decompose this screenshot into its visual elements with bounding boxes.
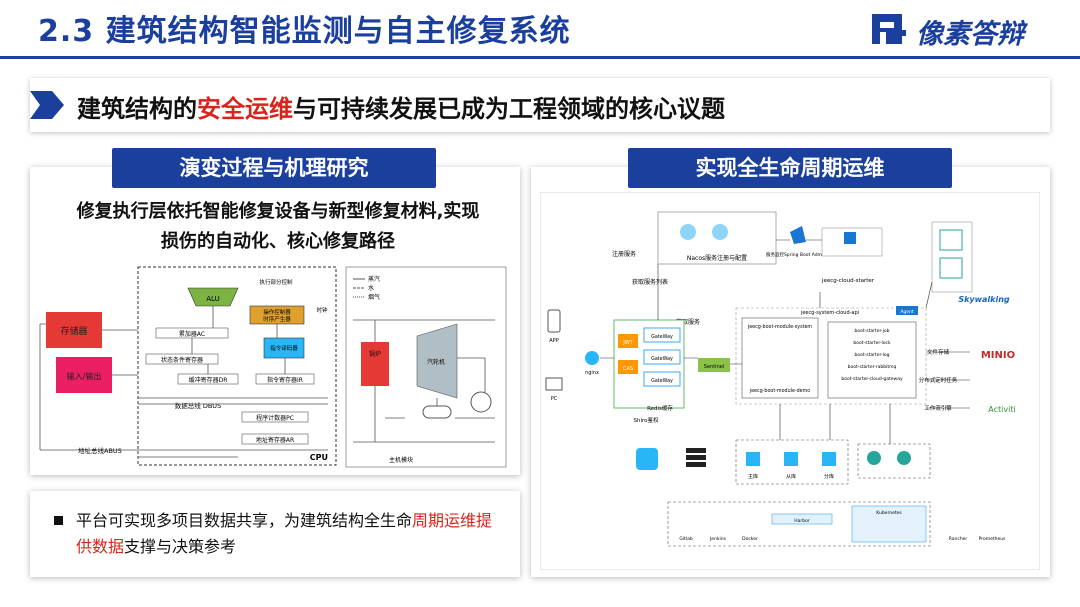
fetch-list-label: 获取服务列表 (632, 278, 668, 286)
dbus-label: 数据总线 DBUS (175, 401, 221, 410)
bullet-item: 平台可实现多项目数据共享，为建筑结构全生命周期运维提供数据支撑与决策参考 (54, 508, 504, 560)
pipeline-jenkins: Jenkins (709, 536, 727, 542)
plant-diagram: 蒸汽 水 烟气 锅炉 汽轮机 主机模块 (345, 266, 507, 468)
nginx-label: nginx (585, 370, 599, 376)
nacos-label: Nacos服务注册与配置 (687, 254, 747, 262)
activiti-label: Activiti (988, 405, 1015, 414)
boiler-label: 锅炉 (369, 350, 381, 358)
abus-label: 地址总线ABUS (78, 446, 122, 455)
redis-icon (686, 448, 706, 467)
gateway-1: GateWay (651, 334, 673, 340)
banner-text-before: 建筑结构的 (77, 95, 197, 123)
pc-label: 程序计数器PC (256, 414, 294, 422)
ctrl-signals-label: 执行部分控制 (259, 278, 293, 286)
clock-label: 时钟 (316, 306, 328, 314)
bullet-text-before: 平台可实现多项目数据共享，为建筑结构全生命 (76, 511, 413, 530)
gateway-3: GateWay (651, 378, 673, 384)
starter-job: boot-starter-job (854, 328, 889, 334)
db-master: 主库 (748, 473, 758, 480)
minio-label: MINIO (981, 350, 1015, 361)
module-demo-label: jeecg-boot-module-demo (749, 388, 811, 394)
pipeline-prometheus: Prometheus (979, 536, 1007, 542)
dr-label: 缓冲寄存器DR (189, 376, 228, 384)
skywalking-label: Skywalking (958, 295, 1010, 304)
key-message-banner: 建筑结构的安全运维与可持续发展已成为工程领域的核心议题 (30, 78, 1050, 132)
brand-name: 像素答辩 (916, 19, 1024, 50)
pc-client-label: PC (551, 396, 558, 402)
bullet-square-icon (54, 516, 63, 525)
mechanism-text: 修复执行层依托智能修复设备与新型修复材料,实现 损伤的自动化、核心修复路径 (48, 197, 508, 257)
brand-logo: 像素答辩 (870, 10, 1070, 50)
bullet-text: 平台可实现多项目数据共享，为建筑结构全生命周期运维提供数据支撑与决策参考 (54, 508, 504, 560)
bullet-panel (30, 491, 520, 577)
architecture-diagram: Nacos服务注册与配置 注册服务 获取服务列表 获取服务 服务监控Spring… (540, 192, 1040, 570)
shiro-icon (636, 448, 658, 470)
db-slave: 从库 (786, 473, 796, 480)
pipeline-harbor: Harbor (794, 518, 810, 524)
banner-text-after: 与可持续发展已成为工程领域的核心议题 (293, 95, 725, 123)
lifecycle-tab: 实现全生命周期运维 (628, 148, 952, 188)
ac-label: 累加器AC (179, 330, 205, 338)
redis-label: Redis缓存 (647, 404, 673, 412)
sentinel-label: Sentinel (704, 364, 724, 370)
pipeline-rancher: Rancher (949, 536, 968, 542)
register-label: 注册服务 (612, 250, 636, 258)
bullet-highlight: 周期运维提供数据 (76, 511, 493, 556)
mechanism-text-line1: 修复执行层依托智能修复设备与新型修复材料,实现 (76, 201, 480, 222)
io-label: 输入/输出 (67, 371, 102, 381)
jwt-label: JWT (622, 340, 633, 346)
starter-log: boot-starter-log (854, 352, 889, 358)
pipeline-docker: Docker (742, 536, 758, 542)
ir-label: 指令寄存器IR (267, 376, 303, 384)
bullet-text-after: 支撑与决策参考 (124, 537, 237, 556)
starter-mq: boot-starter-rabbitmq (848, 364, 897, 370)
cpu-label: CPU (310, 453, 328, 462)
storage-label: 存储器 (60, 325, 87, 337)
cas-label: CAS (623, 366, 633, 372)
alu-label: ALU (206, 295, 219, 303)
page-title: 2.3 建筑结构智能监测与自主修复系统 (38, 14, 571, 49)
shiro-label: Shiro鉴权 (633, 416, 659, 424)
fetch-svc-label: 获取服务 (676, 318, 700, 326)
starter-gateway: boot-starter-cloud-gateway (841, 376, 903, 382)
cpu-diagram: 存储器 输入/输出 ALU 累加器AC 状态条件寄存器 缓冲寄存器DR 操作控制… (38, 262, 340, 468)
boot-admin-label: 服务监控Spring Boot Admin (766, 251, 826, 258)
agent-label: Agent (900, 309, 914, 315)
starter-lock: boot-starter-lock (853, 340, 891, 346)
pipeline-k8s: Kubernetes (876, 510, 902, 516)
brand-mark-icon (872, 14, 906, 44)
gateway-2: GateWay (651, 356, 673, 362)
timing-label: 时序产生器 (263, 315, 291, 323)
ar-label: 地址寄存器AR (256, 436, 294, 444)
plant-bottom-label: 主机模块 (389, 456, 413, 464)
header-divider (0, 56, 1080, 59)
mechanism-text-line2: 损伤的自动化、核心修复路径 (161, 231, 395, 252)
db-shard: 分库 (824, 473, 834, 480)
banner-text: 建筑结构的安全运维与可持续发展已成为工程领域的核心议题 (77, 89, 725, 124)
gateway-group-label: jeecg-system-cloud-api (800, 310, 859, 316)
app-label: APP (549, 338, 558, 344)
legend-flue: 烟气 (368, 293, 380, 301)
controller-label: 操作控制器 (263, 308, 291, 316)
psw-label: 状态条件寄存器 (161, 356, 203, 364)
turbine-label: 汽轮机 (427, 358, 445, 366)
legend-water: 水 (368, 284, 374, 292)
pipeline-gitlab: Gitlab (679, 536, 693, 542)
starter-label: jeecg-cloud-starter (821, 278, 875, 284)
mechanism-tab: 演变过程与机理研究 (112, 148, 436, 188)
legend-steam: 蒸汽 (368, 275, 380, 283)
arrow-marker-icon (30, 91, 64, 119)
instr-decoder-label: 指令译码器 (270, 344, 298, 352)
module-system-label: jeecg-boot-module-system (747, 324, 813, 330)
banner-highlight: 安全运维 (197, 95, 293, 123)
